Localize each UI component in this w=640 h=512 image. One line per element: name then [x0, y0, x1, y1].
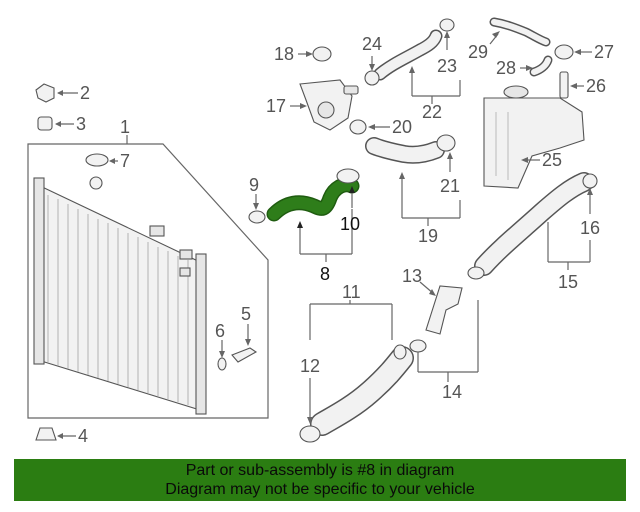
small-hose-28-part[interactable]: [531, 57, 551, 75]
callout-28: 28: [496, 58, 516, 78]
reservoir-cap-part[interactable]: [554, 44, 574, 60]
banner-line-1: Part or sub-assembly is #8 in diagram: [185, 462, 455, 479]
callout-3: 3: [76, 114, 86, 134]
small-hose-29-part[interactable]: [491, 19, 549, 45]
callout-9: 9: [249, 175, 259, 195]
radiator-filler-neck: [89, 176, 103, 190]
banner-line-2: Diagram may not be specific to your vehi…: [165, 481, 475, 498]
drain-plug-part[interactable]: [231, 347, 258, 363]
outlet-clamp-part[interactable]: [409, 339, 427, 353]
hose-clamp-21-part[interactable]: [436, 134, 456, 152]
lower-hose-clamp-part[interactable]: [299, 425, 321, 443]
bypass-clamp-2: [467, 266, 485, 280]
hose-clamp-20-part[interactable]: [349, 119, 367, 135]
radiator-frame-outline: [27, 143, 269, 419]
radiator-right-tank: [195, 253, 207, 415]
bypass-hose-part[interactable]: [475, 173, 593, 275]
part-info-banner: Part or sub-assembly is #8 in diagram Di…: [14, 459, 626, 501]
thermostat-cap-part[interactable]: [312, 46, 332, 62]
bracket-part-icon[interactable]: [35, 83, 55, 103]
callout-16: 16: [580, 218, 600, 238]
callout-1: 1: [120, 117, 130, 137]
reservoir-tube-part[interactable]: [559, 71, 569, 99]
callout-20: 20: [392, 117, 412, 137]
callout-11: 11: [342, 282, 361, 302]
radiator-bracket-2: [179, 267, 191, 277]
callout-4: 4: [78, 426, 88, 446]
callout-12: 12: [300, 356, 320, 376]
callout-26: 26: [586, 76, 606, 96]
callout-2: 2: [80, 83, 90, 103]
upper-clamp-part[interactable]: [336, 168, 360, 184]
callout-15: 15: [558, 272, 578, 292]
mount-cushion-part[interactable]: [37, 116, 53, 131]
callout-10: 10: [340, 214, 360, 234]
lower-hose-clamp-2: [393, 344, 407, 360]
callout-19: 19: [418, 226, 438, 246]
lower-mount-part[interactable]: [35, 427, 57, 441]
water-outlet-part[interactable]: [425, 285, 463, 335]
callout-25: 25: [542, 150, 562, 170]
callout-22: 22: [422, 102, 442, 122]
callout-21: 21: [440, 176, 460, 196]
hose-clamp-24-part[interactable]: [364, 70, 380, 86]
overflow-hose-part[interactable]: [375, 31, 441, 79]
callout-5: 5: [241, 304, 251, 324]
callout-17: 17: [266, 96, 286, 116]
radiator-inlet: [149, 225, 165, 237]
callout-14: 14: [442, 382, 462, 402]
callout-13: 13: [402, 266, 422, 286]
coolant-reservoir-part[interactable]: [483, 97, 585, 189]
callout-7: 7: [120, 151, 130, 171]
hose-clamp-23-part[interactable]: [439, 18, 455, 32]
callout-29: 29: [468, 42, 488, 62]
hose-clamp-part[interactable]: [248, 210, 266, 224]
callout-6: 6: [215, 321, 225, 341]
bypass-clamp-part[interactable]: [582, 173, 598, 189]
callout-27: 27: [594, 42, 614, 62]
callout-24: 24: [362, 34, 382, 54]
radiator-cap-part[interactable]: [85, 153, 109, 167]
radiator-bracket: [179, 249, 193, 260]
heater-hose-part[interactable]: [366, 138, 444, 163]
radiator-core: [37, 184, 201, 411]
callout-18: 18: [274, 44, 294, 64]
callout-8: 8: [320, 264, 330, 284]
callout-23: 23: [437, 56, 457, 76]
lower-radiator-hose-part[interactable]: [311, 347, 413, 435]
radiator-left-tank: [33, 177, 45, 365]
o-ring-part[interactable]: [217, 357, 227, 371]
upper-radiator-hose-part[interactable]: [268, 178, 358, 220]
radiator-assembly[interactable]: [27, 143, 269, 419]
